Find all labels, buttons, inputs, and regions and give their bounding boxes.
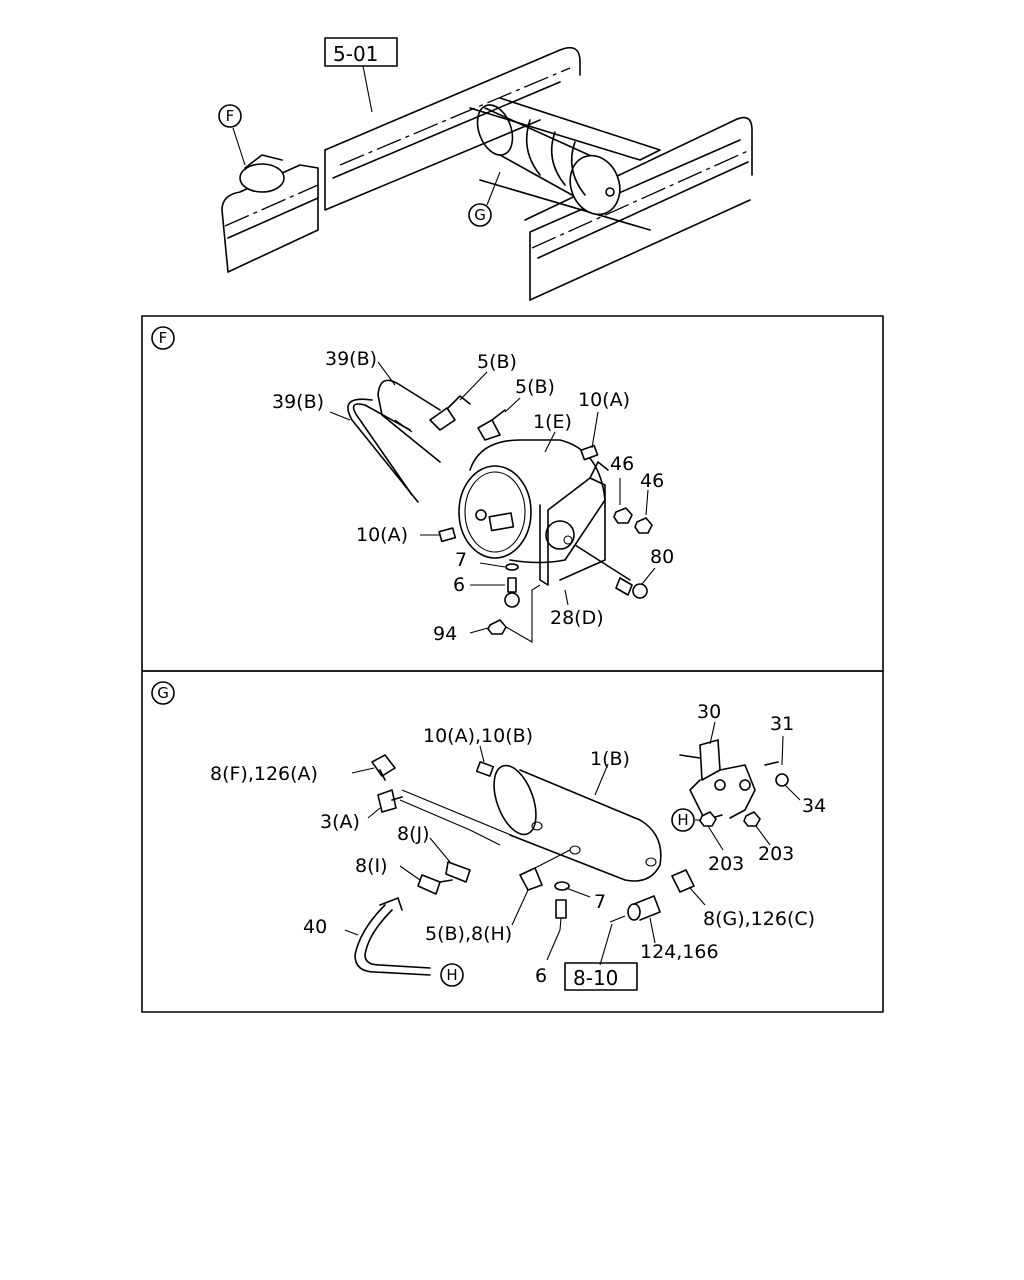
panel-g-callout-h2-circle: [440, 963, 464, 987]
panel-f-label-5b-a: 5(B): [477, 351, 517, 373]
panel-g-label-5b8h: 5(B),8(H): [425, 923, 512, 945]
panel-g-ref-box: [564, 962, 638, 991]
overview-chassis: [221, 46, 753, 301]
overview-ref-label: 5-01: [333, 42, 378, 66]
panel-f-label-6: 6: [453, 574, 465, 596]
panel-f-label-39b-left: 39(B): [272, 391, 324, 413]
panel-g-callout-h1: H: [677, 811, 688, 829]
panel-g-label-7: 7: [594, 891, 606, 913]
panel-g-label-124166: 124,166: [640, 941, 719, 963]
callout-g-label: G: [474, 206, 486, 224]
panel-g-marker: G: [157, 684, 169, 702]
panel-g-label-6: 6: [535, 965, 547, 987]
panel-g-drawing: [344, 721, 801, 976]
panel-f-label-5b-b: 5(B): [515, 376, 555, 398]
callout-f-label: F: [226, 107, 235, 125]
panel-g-frame: [141, 670, 884, 1013]
panel-g-label-203-a: 203: [708, 853, 744, 875]
panel-g-label-203-b: 203: [758, 843, 794, 865]
panel-g-callout-h2: H: [446, 966, 457, 984]
panel-g-label-10ab: 10(A),10(B): [423, 725, 533, 747]
panel-f-label-10a-left: 10(A): [356, 524, 408, 546]
panel-g-label-8g126c: 8(G),126(C): [703, 908, 815, 930]
panel-f-label-94: 94: [433, 623, 457, 645]
panel-g-label-8i: 8(I): [355, 855, 388, 877]
panel-f-label-46-b: 46: [640, 470, 664, 492]
callout-f-circle: [218, 104, 242, 128]
panel-f-label-28d: 28(D): [550, 607, 604, 629]
overview-ref-box: [324, 37, 398, 67]
panel-g-label-3a: 3(A): [320, 811, 360, 833]
panel-f-label-1e: 1(E): [533, 411, 572, 433]
panel-f-marker-circle: [151, 326, 175, 350]
panel-f-label-7: 7: [455, 549, 467, 571]
panel-g-ref-label: 8-10: [573, 966, 618, 990]
panel-f-drawing: [329, 361, 656, 643]
panel-f-label-39b-top: 39(B): [325, 348, 377, 370]
panel-g-label-30: 30: [697, 701, 721, 723]
panel-g-label-8f126a: 8(F),126(A): [210, 763, 318, 785]
panel-g-label-31: 31: [770, 713, 794, 735]
panel-f-marker: F: [159, 329, 168, 347]
panel-f-label-80: 80: [650, 546, 674, 568]
panel-f-label-10a-top: 10(A): [578, 389, 630, 411]
panel-g-callout-h1-circle: [671, 808, 695, 832]
panel-g-label-34: 34: [802, 795, 826, 817]
panel-f-label-46-a: 46: [610, 453, 634, 475]
panel-g-label-40: 40: [303, 916, 327, 938]
panel-g-label-1b: 1(B): [590, 748, 630, 770]
panel-g-label-8j: 8(J): [397, 823, 430, 845]
panel-g-marker-circle: [151, 681, 175, 705]
callout-g-circle: [468, 203, 492, 227]
